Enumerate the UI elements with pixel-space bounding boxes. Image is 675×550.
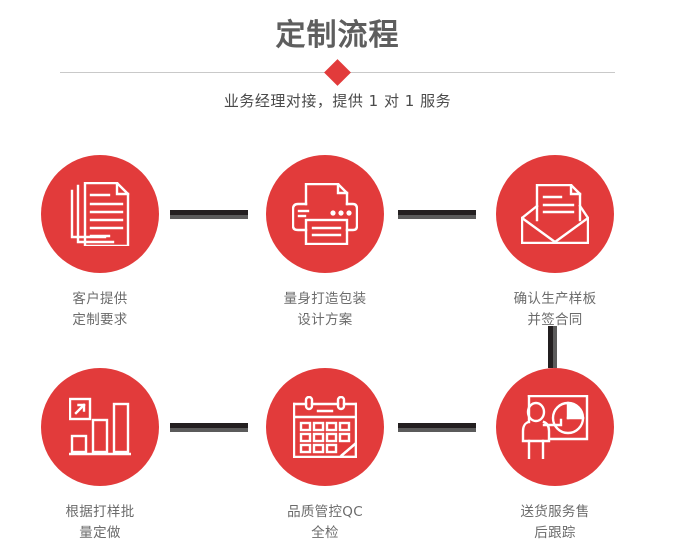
flow-step-1-label: 客户提供 定制要求 (72, 291, 128, 328)
flow-step-2-icon-circle[interactable] (266, 155, 384, 273)
flow-step-5-icon-circle[interactable] (266, 368, 384, 486)
flow-step-1[interactable]: 客户提供 定制要求 (5, 155, 195, 331)
presenter-pie-chart-icon (521, 395, 589, 459)
connector-bar (398, 423, 476, 428)
connector-shadow (170, 428, 248, 432)
connector-step1-step2 (170, 210, 248, 219)
bar-chart-growth-icon (69, 396, 131, 458)
connector-shadow (170, 215, 248, 219)
flow-step-6-label: 送货服务售 后跟踪 (520, 504, 590, 541)
flow-step-6-icon-circle[interactable] (496, 368, 614, 486)
documents-stack-icon (69, 182, 131, 246)
flow-step-3-icon-circle[interactable] (496, 155, 614, 273)
flow-step-4-icon-circle[interactable] (41, 368, 159, 486)
connector-step4-step5 (170, 423, 248, 432)
connector-bar (170, 210, 248, 215)
flow-step-5-label: 品质管控QC 全检 (287, 504, 363, 541)
connector-shadow (398, 428, 476, 432)
flow-step-3-label: 确认生产样板 并签合同 (513, 291, 597, 328)
divider (60, 59, 615, 86)
printer-icon (292, 183, 358, 245)
connector-step2-step3 (398, 210, 476, 219)
connector-shadow (398, 215, 476, 219)
diamond-marker-icon (323, 59, 351, 86)
process-flow-diagram: 客户提供 定制要求 量身 (0, 130, 675, 550)
connector-step3-step6 (548, 326, 557, 368)
flow-step-1-icon-circle[interactable] (41, 155, 159, 273)
flow-step-3[interactable]: 确认生产样板 并签合同 (460, 155, 650, 331)
connector-shadow (553, 326, 557, 368)
flow-step-2-label: 量身打造包装 设计方案 (283, 291, 367, 328)
page-subtitle: 业务经理对接，提供 1 对 1 服务 (223, 92, 452, 110)
header: 定制流程 业务经理对接，提供 1 对 1 服务 (0, 0, 675, 130)
connector-bar (170, 423, 248, 428)
flow-step-4-label: 根据打样批 量定做 (65, 504, 135, 541)
flow-step-6[interactable]: 送货服务售 后跟踪 (460, 368, 650, 544)
calendar-icon (293, 396, 357, 458)
connector-step5-step6 (398, 423, 476, 432)
flow-step-4[interactable]: 根据打样批 量定做 (5, 368, 195, 544)
envelope-document-icon (521, 184, 589, 244)
connector-bar (398, 210, 476, 215)
flow-step-5[interactable]: 品质管控QC 全检 (230, 368, 420, 544)
flow-step-2[interactable]: 量身打造包装 设计方案 (230, 155, 420, 331)
connector-bar (548, 326, 553, 368)
page-title: 定制流程 (275, 18, 400, 53)
